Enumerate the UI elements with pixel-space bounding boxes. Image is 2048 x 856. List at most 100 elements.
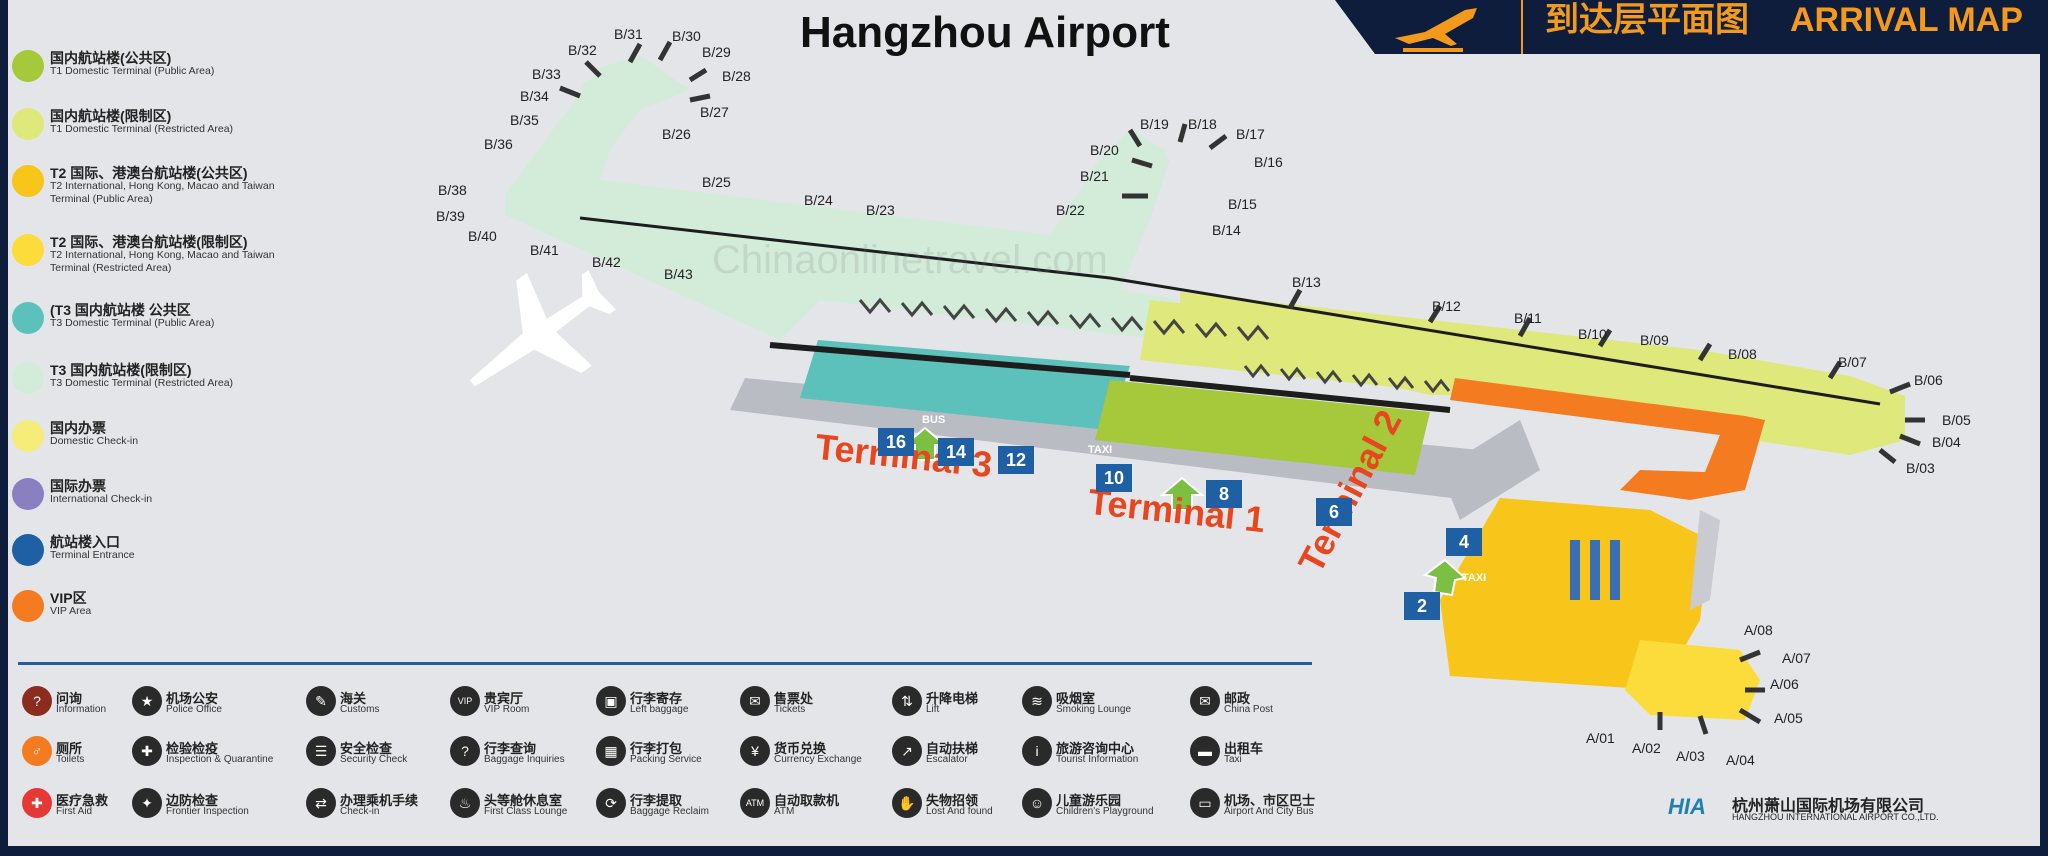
service-label-cn: 机场公安 bbox=[166, 691, 219, 706]
gate-label: B/27 bbox=[700, 104, 729, 120]
map-title: Hangzhou Airport bbox=[800, 8, 1170, 57]
service-label-cn: 办理乘机手续 bbox=[340, 793, 419, 808]
baggage-belt bbox=[1194, 321, 1228, 339]
legend-swatch bbox=[12, 165, 44, 197]
baggage-belt bbox=[1152, 318, 1186, 336]
gate-stub bbox=[1899, 433, 1921, 447]
gate-label: B/43 bbox=[664, 266, 693, 282]
gate-stub bbox=[1738, 707, 1762, 725]
service-label-cn: 自动扶梯 bbox=[926, 741, 979, 756]
taxi-icon: ▬ bbox=[1190, 736, 1220, 766]
service-label-en: First Class Lounge bbox=[484, 806, 568, 817]
legend-label-en: International Check-in bbox=[50, 493, 153, 505]
baggage-reclaim-belts bbox=[858, 297, 1620, 600]
terminal-entrance-16: 16 bbox=[878, 428, 914, 456]
t2-entrance-arrow bbox=[1422, 558, 1468, 597]
gate-label: B/35 bbox=[510, 112, 539, 128]
plane-silhouette-icon bbox=[470, 270, 616, 387]
gate-label: B/17 bbox=[1236, 126, 1265, 142]
legend-label-cn: 国际办票 bbox=[50, 478, 106, 494]
service-label-cn: 行李查询 bbox=[484, 741, 537, 756]
bus-icon: ▭ bbox=[1190, 788, 1220, 818]
t3-entrance-arrow bbox=[902, 426, 948, 461]
gate-label: B/41 bbox=[530, 242, 559, 258]
left-border bbox=[0, 0, 8, 856]
service-label-cn: 厕所 bbox=[56, 741, 83, 756]
gate-label: B/34 bbox=[520, 88, 549, 104]
security-icon: ☰ bbox=[306, 736, 336, 766]
vip-icon: VIP bbox=[450, 686, 480, 716]
service-label-en: Left baggage bbox=[630, 704, 689, 715]
first-aid-icon: ✚ bbox=[22, 788, 52, 818]
customs-icon: ✎ bbox=[306, 686, 336, 716]
legend-label-cn: 国内航站楼(限制区) bbox=[50, 108, 172, 124]
gate-label: B/19 bbox=[1140, 116, 1169, 132]
legend-swatch bbox=[12, 234, 44, 266]
gate-label: B/29 bbox=[702, 44, 731, 60]
baggage-belt bbox=[1610, 540, 1620, 600]
gate-stub bbox=[1177, 123, 1188, 143]
gate-label: B/05 bbox=[1942, 412, 1971, 428]
service-label-en: Baggage Reclaim bbox=[630, 806, 709, 817]
gate-label: B/30 bbox=[672, 28, 701, 44]
service-label-en: Information bbox=[56, 704, 107, 715]
gate-label: B/24 bbox=[804, 192, 833, 208]
service-label-en: Inspection & Quarantine bbox=[166, 754, 274, 765]
service-label-cn: 海关 bbox=[340, 691, 367, 706]
gate-label: B/06 bbox=[1914, 372, 1943, 388]
legend-label-en: T1 Domestic Terminal (Restricted Area) bbox=[50, 123, 234, 135]
service-label-cn: 问询 bbox=[56, 691, 83, 706]
gate-label: B/10 bbox=[1578, 326, 1607, 342]
gate-stub bbox=[1889, 381, 1911, 395]
baggage-belt bbox=[858, 297, 892, 315]
t1-restricted-hall bbox=[1140, 300, 1430, 390]
police-icon: ★ bbox=[132, 686, 162, 716]
gate-label: A/08 bbox=[1744, 622, 1773, 638]
lift-icon: ⇅ bbox=[892, 686, 922, 716]
taxi-label-t1: TAXI bbox=[1088, 444, 1113, 456]
service-label-cn: 邮政 bbox=[1224, 691, 1251, 706]
legend-label-en: Domestic Check-in bbox=[50, 435, 139, 447]
baggage-belt bbox=[1351, 372, 1379, 388]
gate-label: B/03 bbox=[1906, 460, 1935, 476]
legend-label-cn: 国内航站楼(公共区) bbox=[50, 50, 172, 66]
lost-found-icon: ✋ bbox=[892, 788, 922, 818]
t3-pier-head bbox=[580, 62, 690, 140]
packing-icon: ▦ bbox=[596, 736, 626, 766]
banner-plane-icon bbox=[1395, 8, 1477, 52]
service-label-en: Toilets bbox=[56, 754, 85, 765]
gate-label: B/22 bbox=[1056, 202, 1085, 218]
terminal-entrance-12: 12 bbox=[998, 446, 1034, 474]
service-label-cn: 货币兑换 bbox=[774, 741, 827, 756]
company-name-en: HANGZHOU INTERNATIONAL AIRPORT CO.,LTD. bbox=[1732, 812, 1939, 822]
terminal-entrance-8: 8 bbox=[1206, 480, 1242, 508]
gate-stub bbox=[1878, 448, 1897, 464]
legend-label-en: T3 Domestic Terminal (Public Area) bbox=[50, 317, 215, 329]
service-label-cn: 机场、市区巴士 bbox=[1224, 793, 1316, 808]
gate-stub bbox=[1131, 157, 1153, 169]
baggage-belt bbox=[1590, 540, 1600, 600]
terminal-entrance-14: 14 bbox=[938, 438, 974, 466]
toilet-icon: ♂ bbox=[22, 736, 52, 766]
gate-stub bbox=[1287, 288, 1303, 310]
gate-label: B/31 bbox=[614, 26, 643, 42]
gate-label: A/07 bbox=[1782, 650, 1811, 666]
baggage-belt bbox=[1387, 375, 1415, 391]
service-label-cn: 贵宾厅 bbox=[484, 691, 524, 706]
legend-label-cn: T2 国际、港澳台航站楼(公共区) bbox=[50, 165, 248, 181]
quarantine-icon: ✚ bbox=[132, 736, 162, 766]
banner-title-cn: 到达层平面图 bbox=[1545, 1, 1749, 39]
service-label-en: Baggage Inquiries bbox=[484, 754, 565, 765]
service-label-en: Customs bbox=[340, 704, 380, 715]
gate-label: B/15 bbox=[1228, 196, 1257, 212]
service-label-cn: 出租车 bbox=[1224, 741, 1264, 756]
service-label-cn: 行李打包 bbox=[630, 741, 683, 756]
gate-label: B/23 bbox=[866, 202, 895, 218]
legend-swatch bbox=[12, 420, 44, 452]
service-label-cn: 头等舱休息室 bbox=[484, 793, 563, 808]
t3-north-pier bbox=[1090, 130, 1165, 240]
service-label-cn: 行李提取 bbox=[630, 793, 683, 808]
legend-label-cn: T3 国内航站楼(限制区) bbox=[50, 362, 192, 378]
